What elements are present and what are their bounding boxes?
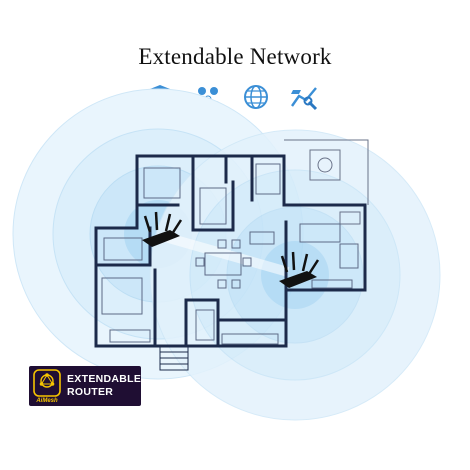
family-users-icon <box>195 87 221 106</box>
badge-line-1: EXTENDABLE <box>67 373 142 385</box>
badge-line-2: ROUTER <box>67 386 114 398</box>
mesh-router-1 <box>142 211 183 247</box>
aiprotection-shield-icon: AiProtection <box>147 85 173 109</box>
feature-icon-row: AiProtection <box>145 82 325 116</box>
aimesh-logo: AiMesh <box>33 369 61 404</box>
wifi-coverage-router-2 <box>149 129 441 421</box>
aimesh-extendable-router-badge: AiMesh EXTENDABLE ROUTER <box>29 366 141 406</box>
wifi-coverage-router-1 <box>12 88 304 380</box>
furniture <box>101 163 359 345</box>
aiprotection-label: AiProtection <box>149 93 171 98</box>
front-stairs <box>159 345 189 371</box>
globe-network-icon <box>244 85 268 109</box>
aimesh-network-icon <box>33 369 61 397</box>
page-title: Extendable Network <box>138 44 332 69</box>
mesh-router-2 <box>279 251 320 288</box>
aimesh-logo-text: AiMesh <box>36 398 58 404</box>
badge-text: EXTENDABLE ROUTER <box>67 373 141 399</box>
patio <box>284 139 369 225</box>
wrench-speed-icon <box>291 87 318 111</box>
floor-plan <box>94 154 367 348</box>
mesh-link <box>163 232 290 277</box>
